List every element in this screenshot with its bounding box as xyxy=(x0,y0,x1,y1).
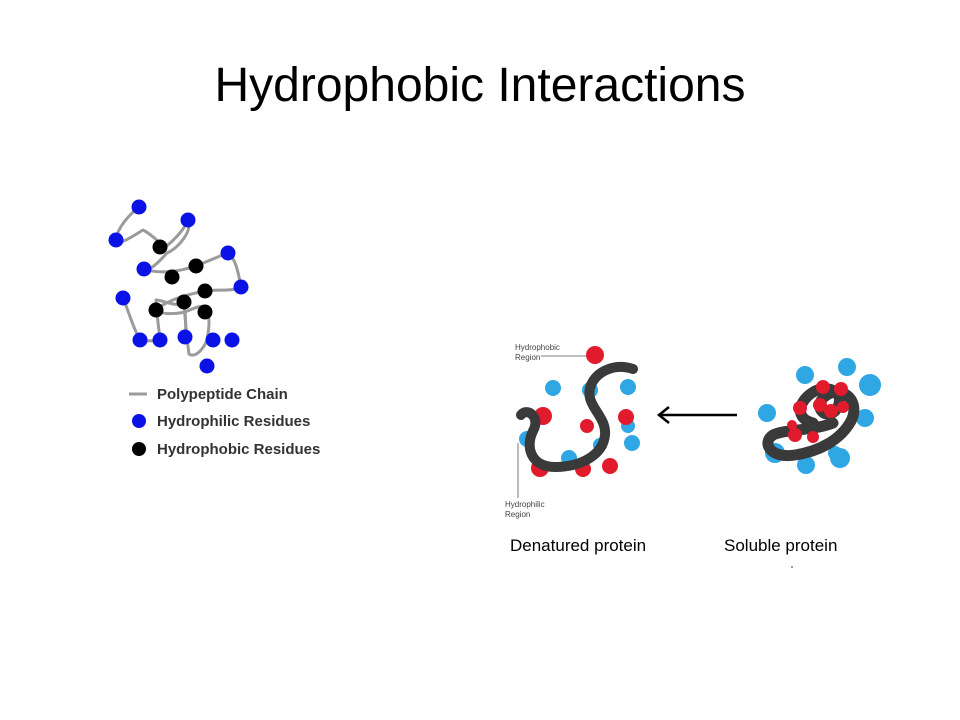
soluble-residues-red xyxy=(787,380,849,443)
denatured-protein xyxy=(516,346,640,477)
soluble-protein xyxy=(758,358,881,474)
slide-title: Hydrophobic Interactions xyxy=(214,59,746,112)
legend-hydrophilic-label: Hydrophilic Residues xyxy=(157,413,310,430)
legend: Polypeptide Chain Hydrophilic Residues H… xyxy=(129,386,320,458)
hydrophobic-residues xyxy=(148,239,213,320)
hydrophilic-residues xyxy=(108,199,249,374)
hydrophilic-region-label-2: Region xyxy=(505,510,530,519)
arrow-left xyxy=(656,406,737,424)
hydrophilic-region-label: Hydrophilic xyxy=(505,500,545,509)
caption-denatured-protein: Denatured protein xyxy=(510,536,647,555)
hydrophobic-region-label-2: Region xyxy=(515,353,540,362)
denatured-chain xyxy=(516,362,638,473)
legend-hydrophobic-swatch xyxy=(132,442,146,456)
caption-soluble-protein: Soluble protein xyxy=(724,536,838,555)
protein-folding-diagram: Hydrophobic Region Hydrophilic Region xyxy=(505,343,881,519)
soluble-residues-blue xyxy=(758,358,881,474)
legend-chain-label: Polypeptide Chain xyxy=(157,386,288,403)
legend-hydrophilic-swatch xyxy=(132,414,146,428)
legend-hydrophobic-label: Hydrophobic Residues xyxy=(157,441,320,458)
polypeptide-chain xyxy=(114,205,243,357)
stray-mark xyxy=(791,566,793,568)
hydrophobic-region-label: Hydrophobic xyxy=(515,343,560,352)
polypeptide-diagram: Polypeptide Chain Hydrophilic Residues H… xyxy=(108,199,320,458)
